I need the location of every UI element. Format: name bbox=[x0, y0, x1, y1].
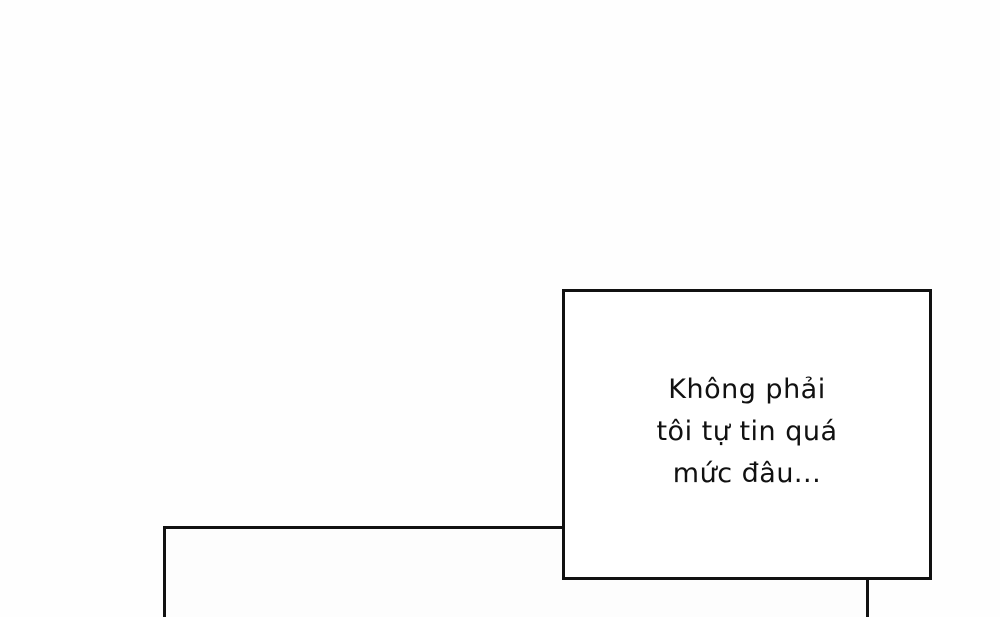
caption-text: Không phải tôi tự tin quá mức đâu... bbox=[656, 369, 837, 495]
caption-line-2: tôi tự tin quá bbox=[656, 415, 838, 447]
caption-line-1: Không phải bbox=[668, 373, 826, 405]
caption-line-3: mức đâu... bbox=[672, 457, 822, 489]
narration-caption-box: Không phải tôi tự tin quá mức đâu... bbox=[562, 289, 932, 580]
